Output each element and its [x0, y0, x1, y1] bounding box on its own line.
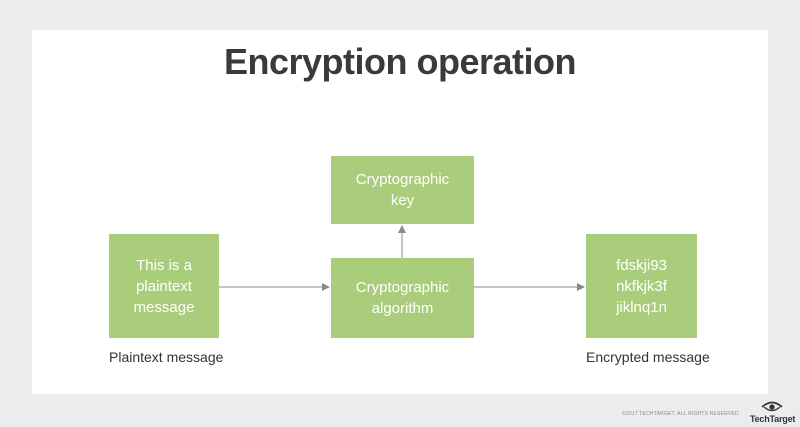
- key-box-text: Cryptographic key: [355, 171, 450, 209]
- key-box: Cryptographic key: [331, 156, 474, 224]
- ciphertext-box-text: fdskji93 nkfkjk3f jiklnq1n: [616, 256, 667, 316]
- diagram-title: Encryption operation: [223, 41, 577, 82]
- copyright-text: ©2017 TECHTARGET. ALL RIGHTS RESERVED: [622, 411, 739, 417]
- algorithm-box: Cryptographic algorithm: [331, 258, 474, 338]
- plaintext-box-text: This is a plaintext message: [133, 256, 195, 316]
- plaintext-box: This is a plaintext message: [109, 234, 219, 338]
- algorithm-box-text: Cryptographic algorithm: [355, 279, 450, 317]
- brand-name: TechTarget: [750, 414, 796, 424]
- encrypted-caption: Encrypted message: [586, 349, 710, 365]
- techtarget-logo: TechTarget: [750, 400, 796, 426]
- ciphertext-box: fdskji93 nkfkjk3f jiklnq1n: [586, 234, 697, 338]
- eye-icon: [761, 401, 783, 412]
- plaintext-caption: Plaintext message: [109, 349, 224, 365]
